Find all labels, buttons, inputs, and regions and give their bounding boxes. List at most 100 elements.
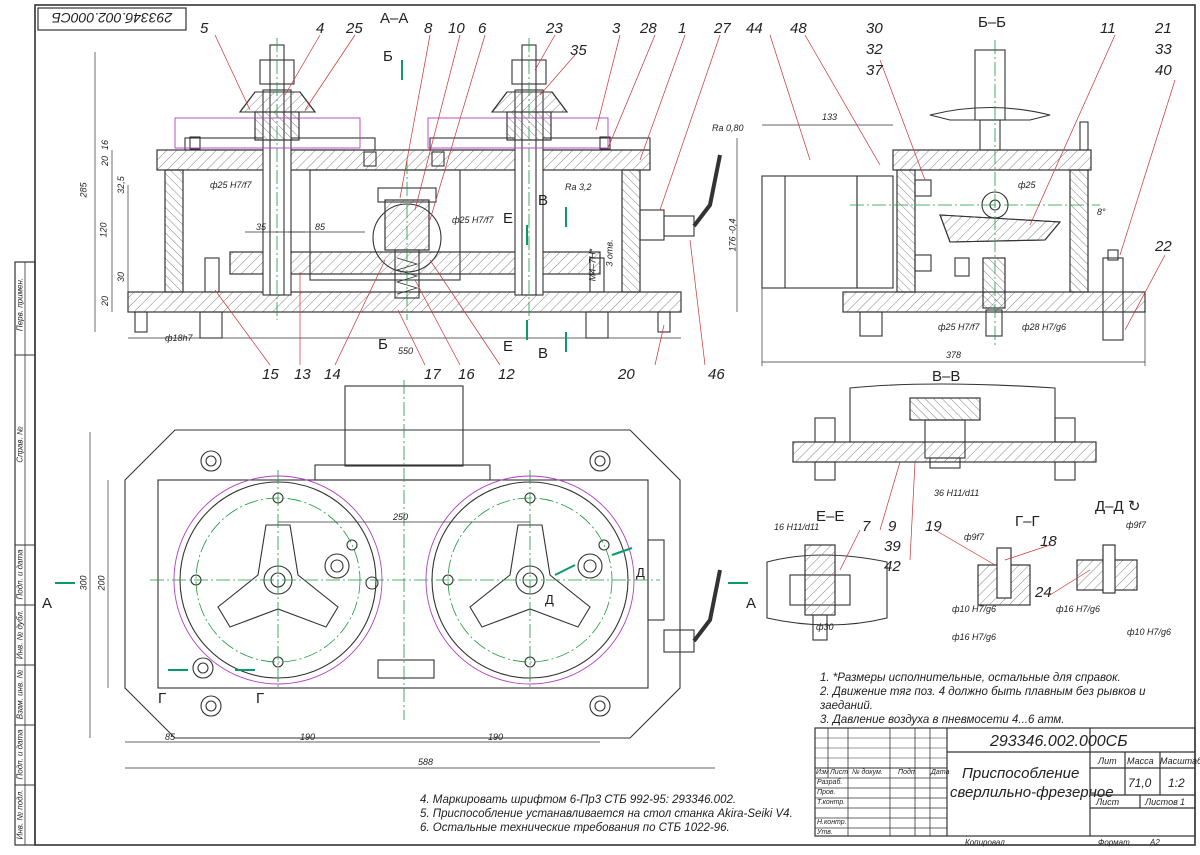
- dim-378: 378: [946, 350, 962, 360]
- balloon-9: 9: [888, 518, 897, 535]
- dim-16: 16: [100, 139, 111, 151]
- mark-a-left: А: [42, 595, 53, 612]
- note-4: 4. Маркировать шрифтом 6-Пр3 СТБ 992-95:…: [420, 794, 737, 806]
- balloon-14: 14: [324, 366, 341, 383]
- balloon-44: 44: [746, 20, 763, 37]
- balloon-23: 23: [546, 20, 563, 37]
- mark-a-right: А: [746, 595, 757, 612]
- title-col-lit: Лит: [1098, 756, 1117, 766]
- title-name-2: сверлильно-фрезерное: [950, 784, 1114, 801]
- dim-20-bottom: 20: [100, 295, 111, 307]
- title-mass: 71,0: [1128, 776, 1152, 790]
- balloon-10: 10: [448, 20, 465, 37]
- dim-ra32: Ra 3,2: [565, 182, 592, 192]
- dim-phi25-b: ф25 H7/f7: [452, 215, 494, 225]
- dim-32-5: 32,5: [115, 176, 126, 194]
- mark-b-top: Б: [383, 48, 393, 65]
- corner-code-box: [37, 7, 187, 31]
- dim-190-a: 190: [300, 732, 316, 742]
- dim-176: 176 -0,4: [727, 218, 738, 252]
- mark-b-bottom: Б: [378, 336, 388, 353]
- balloon-33: 33: [1155, 41, 1172, 58]
- balloon-30: 30: [866, 20, 883, 37]
- dim-phi30: ф30: [816, 622, 834, 632]
- dim-120: 120: [98, 222, 109, 238]
- dim-285: 285: [78, 182, 89, 198]
- dim-133: 133: [822, 112, 838, 122]
- dim-phi25-a: ф25 H7/f7: [210, 180, 252, 190]
- balloon-8: 8: [424, 20, 433, 37]
- title-format: Формат: [1098, 838, 1130, 847]
- title-row-podp: Подп.: [898, 769, 917, 776]
- title-role-nkontr: Н.контр.: [817, 819, 847, 826]
- view-title-dd-text: Д–Д: [1095, 498, 1124, 515]
- title-role-prov: Пров.: [817, 789, 836, 796]
- title-sheets: Листов: [1145, 797, 1178, 807]
- dim-phi10-a: ф10 H7/g6: [952, 604, 997, 614]
- title-row-list: Лист: [830, 769, 849, 776]
- view-title-gg: Г–Г: [1015, 513, 1040, 530]
- mark-d-2: Д: [545, 592, 554, 607]
- title-row-data: Дата: [931, 769, 950, 776]
- balloon-1: 1: [678, 20, 687, 37]
- corner-code: 29334б.002.000СБ: [51, 10, 173, 26]
- title-col-mass: Масса: [1127, 756, 1154, 766]
- balloon-16: 16: [458, 366, 475, 383]
- balloon-25: 25: [346, 20, 363, 37]
- rotated-icon: ↻: [1127, 498, 1141, 515]
- balloon-5: 5: [200, 20, 209, 37]
- title-role-tkontr: Т.контр.: [817, 799, 846, 806]
- view-gg: [977, 547, 1031, 606]
- view-ee: [766, 544, 888, 641]
- dim-phi16-a: ф16 H7/g6: [952, 632, 997, 642]
- dim-20-top: 20: [100, 155, 111, 167]
- note-5: 5. Приспособление устанавливается на сто…: [420, 808, 793, 820]
- balloon-18: 18: [1040, 533, 1057, 550]
- mark-v-top: В: [538, 192, 549, 209]
- dim-200: 200: [96, 575, 107, 591]
- title-doc-number: 293346.002.000СБ: [990, 733, 1128, 750]
- dim-250: 250: [393, 512, 409, 522]
- balloon-28: 28: [640, 20, 657, 37]
- balloon-32: 32: [866, 41, 883, 58]
- dim-588: 588: [418, 757, 434, 767]
- dim-ra080: Ra 0,80: [712, 123, 744, 133]
- title-format-val: А2: [1150, 838, 1160, 847]
- view-title-aa: А–А: [380, 10, 409, 27]
- mark-e-bottom: Е: [503, 338, 514, 355]
- balloon-11: 11: [1100, 20, 1116, 37]
- dim-8deg: 8°: [1097, 207, 1106, 217]
- dim-30: 30: [116, 271, 127, 283]
- balloon-24: 24: [1035, 584, 1052, 601]
- view-title-bb: Б–Б: [978, 14, 1007, 31]
- balloon-17: 17: [424, 366, 441, 383]
- balloon-42: 42: [884, 558, 901, 575]
- view-dd: [1076, 544, 1138, 594]
- strip-sprav: Справ. №: [15, 426, 25, 463]
- view-title-ee: Е–Е: [816, 508, 845, 525]
- balloon-20: 20: [618, 366, 635, 383]
- view-vv: [792, 383, 1097, 481]
- dim-190-b: 190: [488, 732, 504, 742]
- title-block-frame: [814, 727, 1196, 837]
- title-row-doc: № докум.: [852, 769, 883, 776]
- note-2-cont: заеданий.: [820, 700, 873, 712]
- balloon-39: 39: [884, 538, 901, 555]
- strip-inv-podl: Инв. № подл.: [15, 789, 25, 840]
- dim-otv: 3 отв.: [604, 239, 615, 267]
- mark-v-bottom: В: [538, 345, 549, 362]
- dim-m4: M4–7H*: [587, 248, 598, 282]
- view-aa: [127, 44, 722, 339]
- mark-e-top: Е: [503, 210, 514, 227]
- note-3: 3. Давление воздуха в пневмосети 4...6 а…: [820, 714, 1065, 726]
- balloon-19: 19: [925, 518, 942, 535]
- balloon-3: 3: [612, 20, 621, 37]
- view-plan: [124, 385, 722, 739]
- note-1: 1. *Размеры исполнительные, остальные дл…: [820, 672, 1121, 684]
- balloon-13: 13: [294, 366, 311, 383]
- balloon-15: 15: [262, 366, 279, 383]
- mark-g-right: Г: [256, 690, 265, 707]
- title-row-izm: Изм: [816, 769, 829, 776]
- balloon-12: 12: [498, 366, 515, 383]
